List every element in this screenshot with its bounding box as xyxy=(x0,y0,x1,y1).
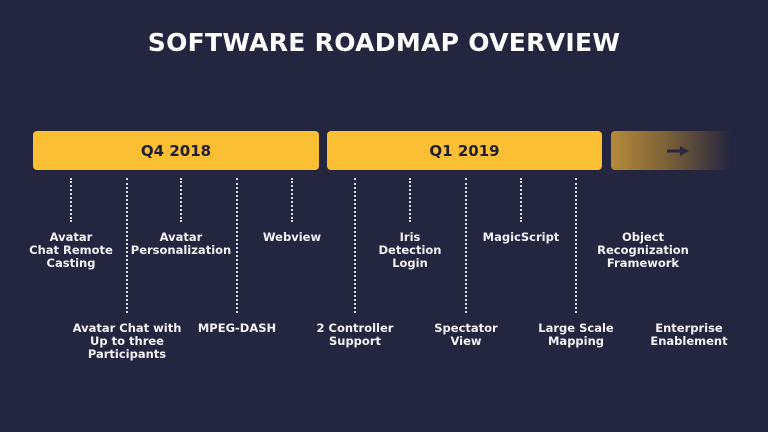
connector-line xyxy=(409,178,411,222)
connector-line xyxy=(465,178,467,313)
page-title: SOFTWARE ROADMAP OVERVIEW xyxy=(147,28,621,57)
connector-line xyxy=(236,178,238,313)
connector-line xyxy=(180,178,182,222)
connector-line xyxy=(291,178,293,222)
milestone-magicscript: MagicScript xyxy=(482,230,560,244)
milestone-mpeg-dash: MPEG-DASH xyxy=(197,321,277,335)
milestone-avatar-chat-remote-casting: Avatar Chat Remote Casting xyxy=(29,230,113,270)
milestone-avatar-personalization: Avatar Personalization xyxy=(130,230,232,257)
milestone-iris-detection-login: Iris Detection Login xyxy=(378,230,442,270)
connector-line xyxy=(520,178,522,222)
phase-label: Q4 2018 xyxy=(140,141,212,160)
phase-label: Q1 2019 xyxy=(429,141,500,160)
milestone-spectator-view: Spectator View xyxy=(434,321,498,348)
milestone-object-recognization-framework: Object Recognization Framework xyxy=(597,230,689,270)
connector-line xyxy=(126,178,128,313)
milestone-2-controller-support: 2 Controller Support xyxy=(316,321,394,348)
milestone-webview: Webview xyxy=(262,230,322,244)
milestone-enterprise-enablement: Enterprise Enablement xyxy=(650,321,728,348)
phase-bar-q1-2019: Q1 2019 xyxy=(327,131,602,170)
arrow-right-icon xyxy=(667,145,689,156)
connector-line xyxy=(575,178,577,313)
connector-line xyxy=(354,178,356,313)
connector-line xyxy=(70,178,72,222)
milestone-avatar-chat-three-participants: Avatar Chat with Up to three Participant… xyxy=(72,321,182,361)
phase-bar-future xyxy=(611,131,731,170)
phase-bar-q4-2018: Q4 2018 xyxy=(33,131,319,170)
milestone-large-scale-mapping: Large Scale Mapping xyxy=(538,321,614,348)
